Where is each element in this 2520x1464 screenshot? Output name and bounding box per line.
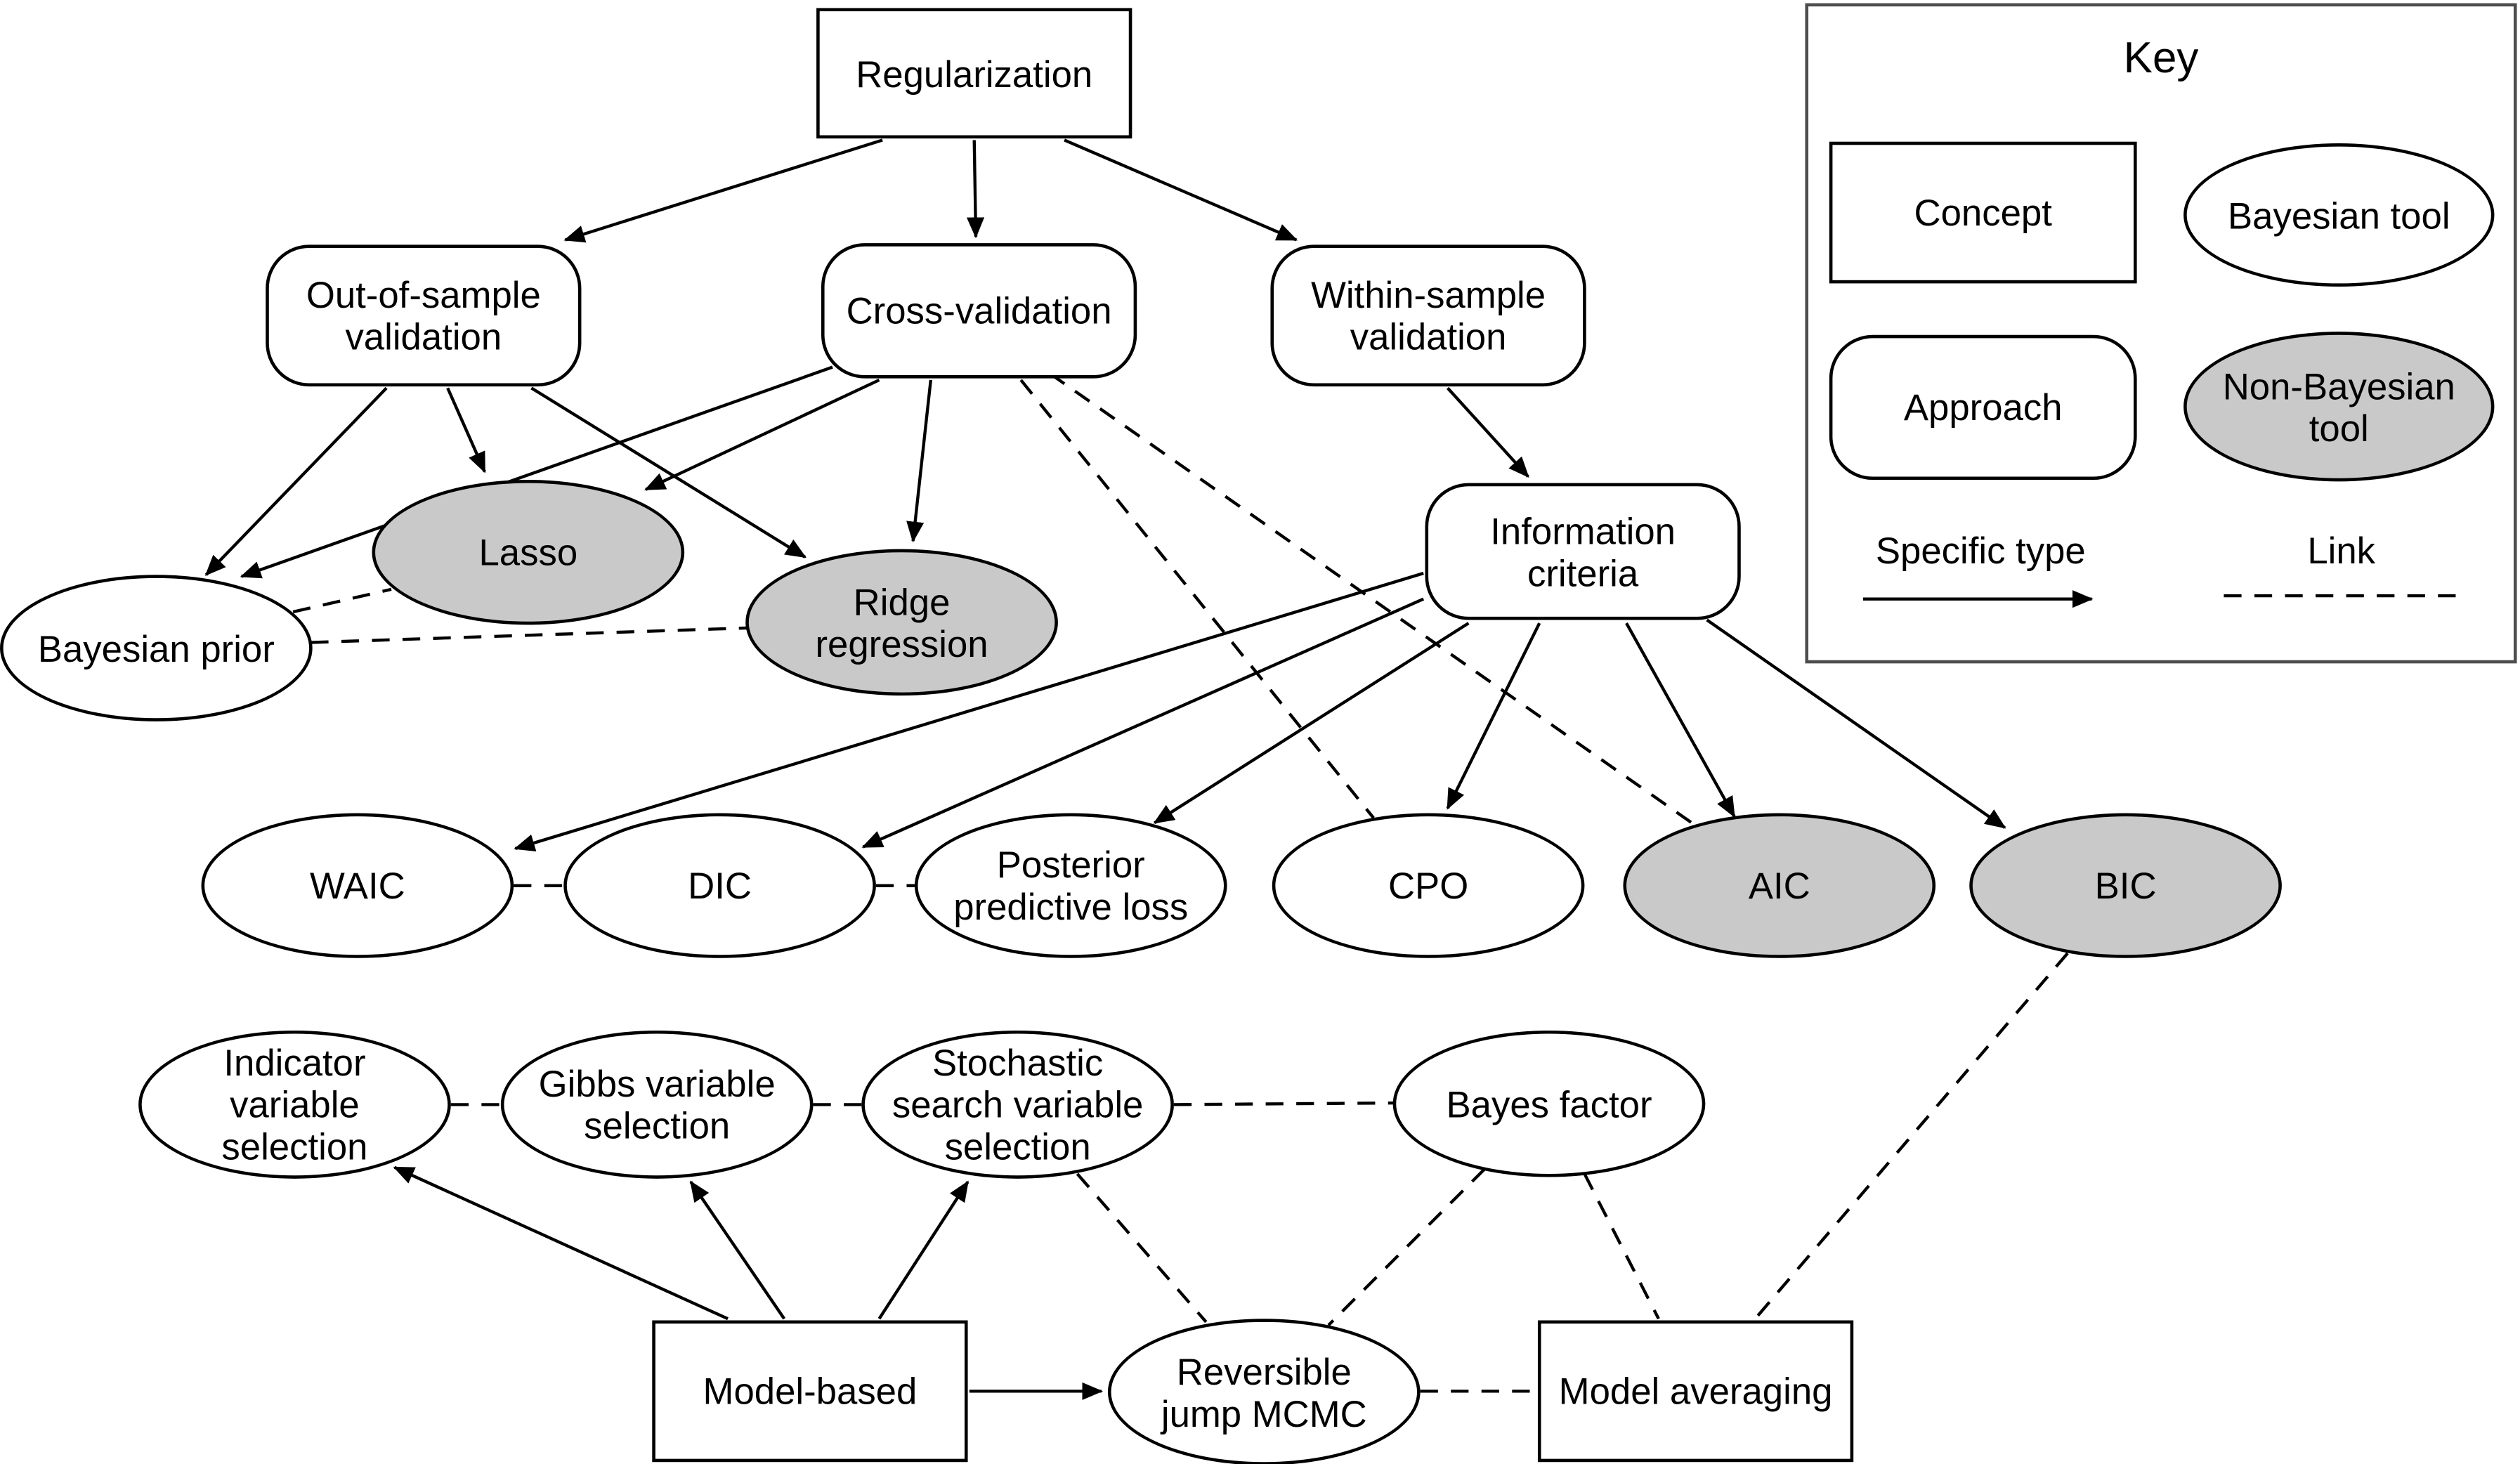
edge-bic--model_averaging <box>1754 952 2069 1320</box>
edge-bayes_factor--reversible_jump_mcmc <box>1327 1168 1486 1326</box>
edge-cross_validation--ridge_regression <box>906 379 932 543</box>
edge-information_criteria--posterior_predictive_loss <box>1153 622 1470 825</box>
edge-cross_validation--aic <box>1049 372 1695 826</box>
edge-stochastic_search_variable_selection--bayes_factor <box>1173 1101 1395 1106</box>
key-non-bayesian-tool-shape: Non-Bayesian tool <box>2183 332 2495 482</box>
node-aic: AIC <box>1623 813 1936 958</box>
node-gibbs-variable-selection: Gibbs variable selection <box>500 1030 814 1179</box>
edge-information_criteria--bic <box>1706 618 2006 829</box>
node-lasso: Lasso <box>372 480 685 625</box>
node-ridge-regression: Ridge regression <box>745 549 1058 696</box>
edge-within_sample_validation--information_criteria <box>1446 386 1529 478</box>
node-model-averaging: Model averaging <box>1537 1320 1854 1463</box>
edge-model_based--stochastic_search_variable_selection <box>877 1180 970 1320</box>
key-panel <box>1805 3 2517 664</box>
edge-regularization--out_of_sample_validation <box>563 138 883 243</box>
node-stochastic-search-variable-selection: Stochastic search variable selection <box>861 1030 1174 1179</box>
node-bayes-factor: Bayes factor <box>1392 1030 1706 1177</box>
edge-information_criteria--cpo <box>1446 622 1541 810</box>
node-bayesian-prior: Bayesian prior <box>0 575 313 721</box>
edge-bayesian_prior--ridge_regression <box>311 626 747 644</box>
node-reversible-jump-mcmc: Reversible jump MCMC <box>1107 1319 1421 1464</box>
node-cross-validation: Cross-validation <box>821 243 1137 379</box>
key-specific-type-label: Specific type <box>1875 528 2086 571</box>
edge-regularization--within_sample_validation <box>1064 138 1298 242</box>
key-concept-shape: Concept <box>1829 141 2137 284</box>
node-cpo: CPO <box>1272 813 1585 958</box>
edge-model_based--gibbs_variable_selection <box>689 1180 786 1320</box>
key-approach-shape: Approach <box>1829 334 2137 481</box>
node-bic: BIC <box>1969 813 2282 958</box>
edge-out_of_sample_validation--bayesian_prior <box>204 386 388 576</box>
node-model-based: Model-based <box>652 1320 968 1463</box>
edge-information_criteria--waic <box>514 571 1424 852</box>
edge-stochastic_search_variable_selection--reversible_jump_mcmc <box>1076 1172 1208 1324</box>
node-posterior-predictive-loss: Posterior predictive loss <box>914 813 1227 958</box>
key-title: Key <box>2123 32 2199 81</box>
edge-regularization--cross_validation <box>966 140 985 239</box>
node-information-criteria: Information criteria <box>1425 483 1741 620</box>
edge-out_of_sample_validation--ridge_regression <box>530 386 807 558</box>
node-waic: WAIC <box>201 813 514 958</box>
node-regularization: Regularization <box>816 8 1132 139</box>
key-link-label: Link <box>2307 528 2376 571</box>
edge-cross_validation--lasso <box>644 378 880 491</box>
edge-bayesian_prior--lasso <box>292 587 392 614</box>
edge-bayes_factor--model_averaging <box>1583 1172 1660 1320</box>
key-bayesian-tool-shape: Bayesian tool <box>2183 143 2495 287</box>
node-dic: DIC <box>563 813 876 958</box>
edge-cross_validation--bayesian_prior <box>240 365 833 579</box>
node-within-sample-validation: Within-sample validation <box>1270 244 1586 387</box>
edge-information_criteria--aic <box>1625 622 1736 818</box>
node-out-of-sample-validation: Out-of-sample validation <box>266 244 582 387</box>
edge-information_criteria--dic <box>861 597 1425 849</box>
edge-model_based--indicator_variable_selection <box>393 1165 729 1321</box>
edge-cross_validation--cpo <box>1019 379 1375 819</box>
node-indicator-variable-selection: Indicator variable selection <box>138 1030 451 1179</box>
edge-out_of_sample_validation--lasso <box>446 387 486 473</box>
